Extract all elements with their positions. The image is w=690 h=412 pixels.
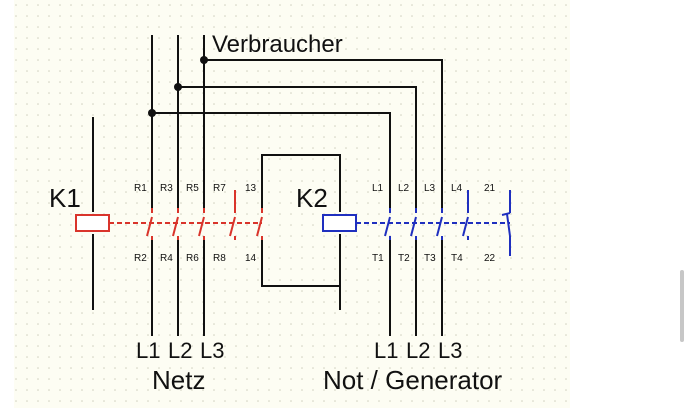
k2-top-label: L1 (372, 183, 384, 194)
k2-contact-21-blade (501, 212, 511, 216)
junction-l1 (148, 109, 156, 117)
k1-top-label: R5 (186, 183, 199, 194)
k1-top-label: R1 (134, 183, 147, 194)
scrollbar-thumb[interactable] (680, 270, 684, 342)
k1-bottom-label: R2 (134, 253, 147, 264)
k1-contact-r7-blade (229, 216, 236, 237)
dot-grid (14, 0, 570, 408)
k1-top-label: R3 (160, 183, 173, 194)
k1-bottom-label: R8 (213, 253, 226, 264)
k2-bottom-label: T2 (398, 253, 410, 264)
k2-contactor (322, 190, 511, 256)
generator-phase-label: L1 (374, 338, 398, 363)
consumer-feed-l2 (178, 86, 417, 208)
generator-phase-label: L3 (438, 338, 462, 363)
k1-contact-r1-blade (146, 216, 153, 237)
mains-label: Netz (152, 365, 205, 395)
junction-l3 (200, 56, 208, 64)
interlock-loop (261, 154, 341, 212)
k2-bottom-label: 22 (484, 253, 496, 264)
k2-contact-l2-blade (410, 216, 417, 237)
generator-phase-label: L2 (406, 338, 430, 363)
k1-bottom-label: 14 (245, 253, 257, 264)
k2-top-label: L2 (398, 183, 410, 194)
k1-bottom-label: R4 (160, 253, 173, 264)
consumer-feed-l3 (204, 59, 443, 208)
k1-contact-13-blade (256, 216, 263, 237)
consumer-feed-l1 (152, 112, 391, 208)
junctions (148, 56, 208, 117)
k2-contact-l4-blade (462, 216, 469, 237)
k1-top-label: 13 (245, 183, 257, 194)
mains-phase-label: L3 (200, 338, 224, 363)
k2-coil (322, 214, 357, 232)
mains-phase-label: L1 (136, 338, 160, 363)
k1-contactor (75, 190, 263, 240)
generator-label: Not / Generator (323, 365, 503, 395)
k1-contact-r3-blade (172, 216, 179, 237)
k2-bottom-label: T1 (372, 253, 384, 264)
k2-contact-l1-blade (384, 216, 391, 237)
k2-label: K2 (296, 183, 328, 213)
k2-contact-l3-blade (436, 216, 443, 237)
k2-top-label: 21 (484, 183, 496, 194)
k2-top-label: L3 (424, 183, 436, 194)
consumer-label: Verbraucher (212, 31, 343, 58)
interlock-return (261, 234, 341, 287)
k1-contact-r5-blade (198, 216, 205, 237)
k2-contact-21-blade2 (506, 213, 511, 237)
k2-top-label: L4 (451, 183, 463, 194)
k1-label: K1 (49, 183, 81, 213)
junction-l2 (174, 83, 182, 91)
k2-bottom-label: T3 (424, 253, 436, 264)
k2-bottom-label: T4 (451, 253, 463, 264)
k1-bottom-label: R6 (186, 253, 199, 264)
mains-phase-label: L2 (168, 338, 192, 363)
k1-coil (75, 214, 110, 232)
k1-top-label: R7 (213, 183, 226, 194)
